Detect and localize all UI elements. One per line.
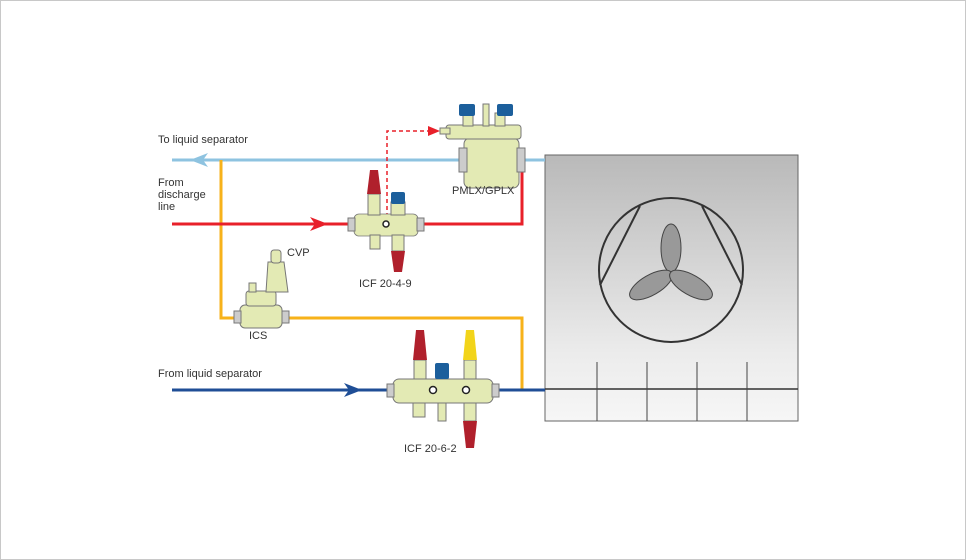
fan-icon <box>629 223 713 301</box>
label-from-liquid-separator: From liquid separator <box>158 368 262 380</box>
fan-housing <box>598 197 744 343</box>
label-from-discharge-line-1: From <box>158 177 184 189</box>
label-icf-20-6-2: ICF 20-6-2 <box>404 443 457 455</box>
icf-20-4-9-valve <box>347 170 425 272</box>
label-from-discharge-line-2: discharge <box>158 189 206 201</box>
pmlx-gplx-valve <box>439 103 526 189</box>
label-pmlx-gplx: PMLX/GPLX <box>452 185 515 197</box>
pilot-signal-line <box>386 126 440 224</box>
cvp-valve <box>265 249 289 293</box>
label-to-liquid-separator: To liquid separator <box>158 134 248 146</box>
label-icf-20-4-9: ICF 20-4-9 <box>359 278 412 290</box>
icf-20-6-2-valve <box>386 330 500 448</box>
evaporator-unit <box>544 154 799 422</box>
label-cvp: CVP <box>287 247 310 259</box>
discharge-line <box>172 160 524 231</box>
label-from-discharge-line-3: line <box>158 201 175 213</box>
ics-valve <box>233 282 290 329</box>
label-ics: ICS <box>249 330 267 342</box>
pilot-line <box>219 160 524 390</box>
